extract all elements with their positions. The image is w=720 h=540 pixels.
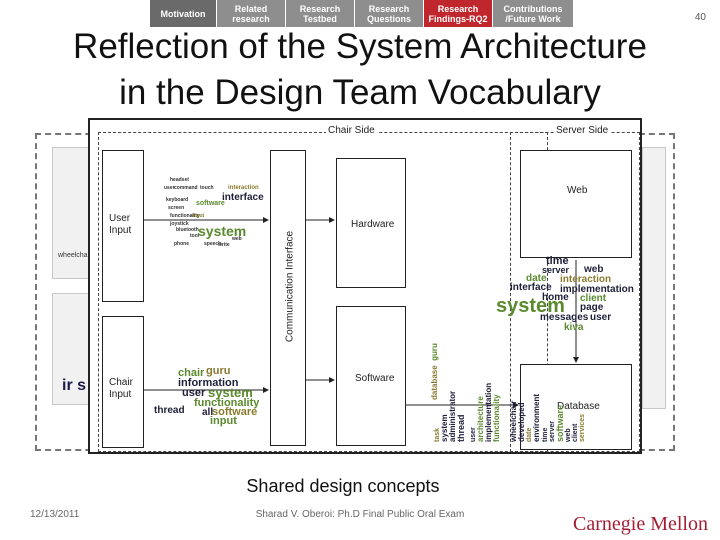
user-input-label: User Input [109,213,132,236]
slide-number: 40 [694,12,706,23]
wordcloud-server-term: date [526,273,547,284]
wordcloud-chair-term: input [210,415,237,427]
nav-tab-research-findings-rq2[interactable]: Research Findings-RQ2 [424,0,492,27]
nav-tab-contributions[interactable]: Contributions /Future Work [493,0,573,27]
wordcloud-comm-term: time [542,427,549,442]
software-label: Software [355,373,395,384]
user-input-box: User Input [102,150,144,302]
wordcloud-user-term: phone [174,241,189,247]
wordcloud-server-term: system [496,295,565,317]
nav-tab-related-research[interactable]: Related research [217,0,285,27]
wordcloud-chair-term: software [212,406,258,418]
wordcloud-server-term: implementation [560,284,634,295]
wordcloud-user-term: joystick [170,221,189,227]
software-box: Software [336,306,406,446]
wordcloud-comm-term: web [565,428,572,442]
wordcloud-comm-group: time server software web client services [542,292,586,442]
wordcloud-comm-group: wheelchair developed date environment [509,292,541,442]
wordcloud-server-term: user [590,312,612,323]
nav-tab-motivation[interactable]: Motivation [150,0,216,27]
hardware-label: Hardware [351,219,395,230]
chair-side-label: Chair Side [326,125,377,136]
connector-arrows [144,217,579,408]
background-text-ir: ir s [62,377,87,394]
nav-tab-research-questions[interactable]: Research Questions [355,0,423,27]
wordcloud-user-term: functionality [170,213,200,219]
wordcloud-comm-term: environment [532,393,541,442]
database-box: Database [520,364,632,450]
background-text-wheelchair: wheelcha [58,252,88,259]
background-panel-left-bottom [52,293,90,405]
wordcloud-comm-term: client [572,423,579,442]
wordcloud-comm-term: functionality [492,394,501,442]
wordcloud-user-term: headset [170,177,189,183]
web-label: Web [567,185,588,196]
wordcloud-user-term: write [218,242,230,248]
communication-interface-box: Communication Interface [270,150,306,446]
wordcloud-chair-term: all [202,407,214,418]
wordcloud-server-term: web [584,264,604,275]
wordcloud-server-term: interface [510,282,552,293]
footer-presenter: Sharad V. Oberoi: Ph.D Final Public Oral… [255,509,465,520]
wordcloud-user-term: bluetooth [176,227,199,233]
wordcloud-user-term: input [192,213,205,219]
wordcloud-user-term: screen [168,205,185,211]
slide-title: Reflection of the System Architecture in… [0,24,720,116]
wordcloud-server-term: page [580,302,604,313]
wordcloud-user-term: interface [222,192,264,203]
wordcloud-user-term: web [232,236,242,242]
carnegie-mellon-logo: Carnegie Mellon [573,513,708,535]
wordcloud-comm-term: thread [456,414,466,442]
wordcloud-chair-term: functionality [194,397,260,409]
wordcloud-user-term: touch [200,185,214,191]
wordcloud-comm-term: software [555,404,565,442]
footer-date: 12/13/2011 [30,509,80,520]
wordcloud-user-term: speech [204,241,222,247]
architecture-diagram: Chair Side Server Side User Input Chair … [88,118,642,454]
wordcloud-server-term: server [542,265,570,275]
wordcloud-chair-term: system [208,385,253,400]
nav-tab-research-testbed[interactable]: Research Testbed [286,0,354,27]
section-nav: Motivation Related research Research Tes… [150,0,574,27]
wordcloud-server-term: time [546,255,569,267]
wordcloud-comm-group: user architecture implementation functio… [470,292,501,442]
wordcloud-chair-term: user [182,387,206,399]
web-box: Web [520,150,632,258]
wordcloud-chair-term: guru [206,365,231,377]
wordcloud-user-term: interaction [228,185,259,191]
background-panel-right [642,147,666,409]
wordcloud-user-term: command [174,185,198,191]
wordcloud-server-term: client [580,293,607,304]
chair-input-label: Chair Input [109,377,133,400]
caption: Shared design concepts [246,476,440,496]
wordcloud-server-term: kiva [564,322,584,333]
wordcloud-server-term: messages [540,312,589,323]
wordcloud-comm-term: services [579,413,586,442]
wordcloud-user-term: system [198,223,247,239]
server-side-label: Server Side [554,125,611,136]
wordcloud-user-term: software [196,200,225,207]
title-line-2: in the Design Team Vocabulary [119,73,601,112]
wordcloud-comm-group: task system administrator thread [434,302,466,442]
database-label: Database [557,401,600,412]
wordcloud-server-term: interaction [560,274,612,285]
chair-input-box: Chair Input [102,316,144,448]
chair-side-region [98,132,548,452]
wordcloud-user-term: keyboard [166,197,189,203]
title-line-1: Reflection of the System Architecture [73,27,647,66]
wordcloud-chair-term: information [178,377,239,389]
hardware-box: Hardware [336,158,406,288]
wordcloud-server-term: home [542,292,569,303]
wordcloud-user-term: tool [190,233,200,239]
wordcloud-user-term: user [164,185,175,191]
wordcloud-chair-term: thread [154,405,185,416]
background-panel-left-top [52,147,90,279]
wordcloud-comm-term: developed [517,402,526,442]
wordcloud-chair-term: chair [178,367,205,379]
